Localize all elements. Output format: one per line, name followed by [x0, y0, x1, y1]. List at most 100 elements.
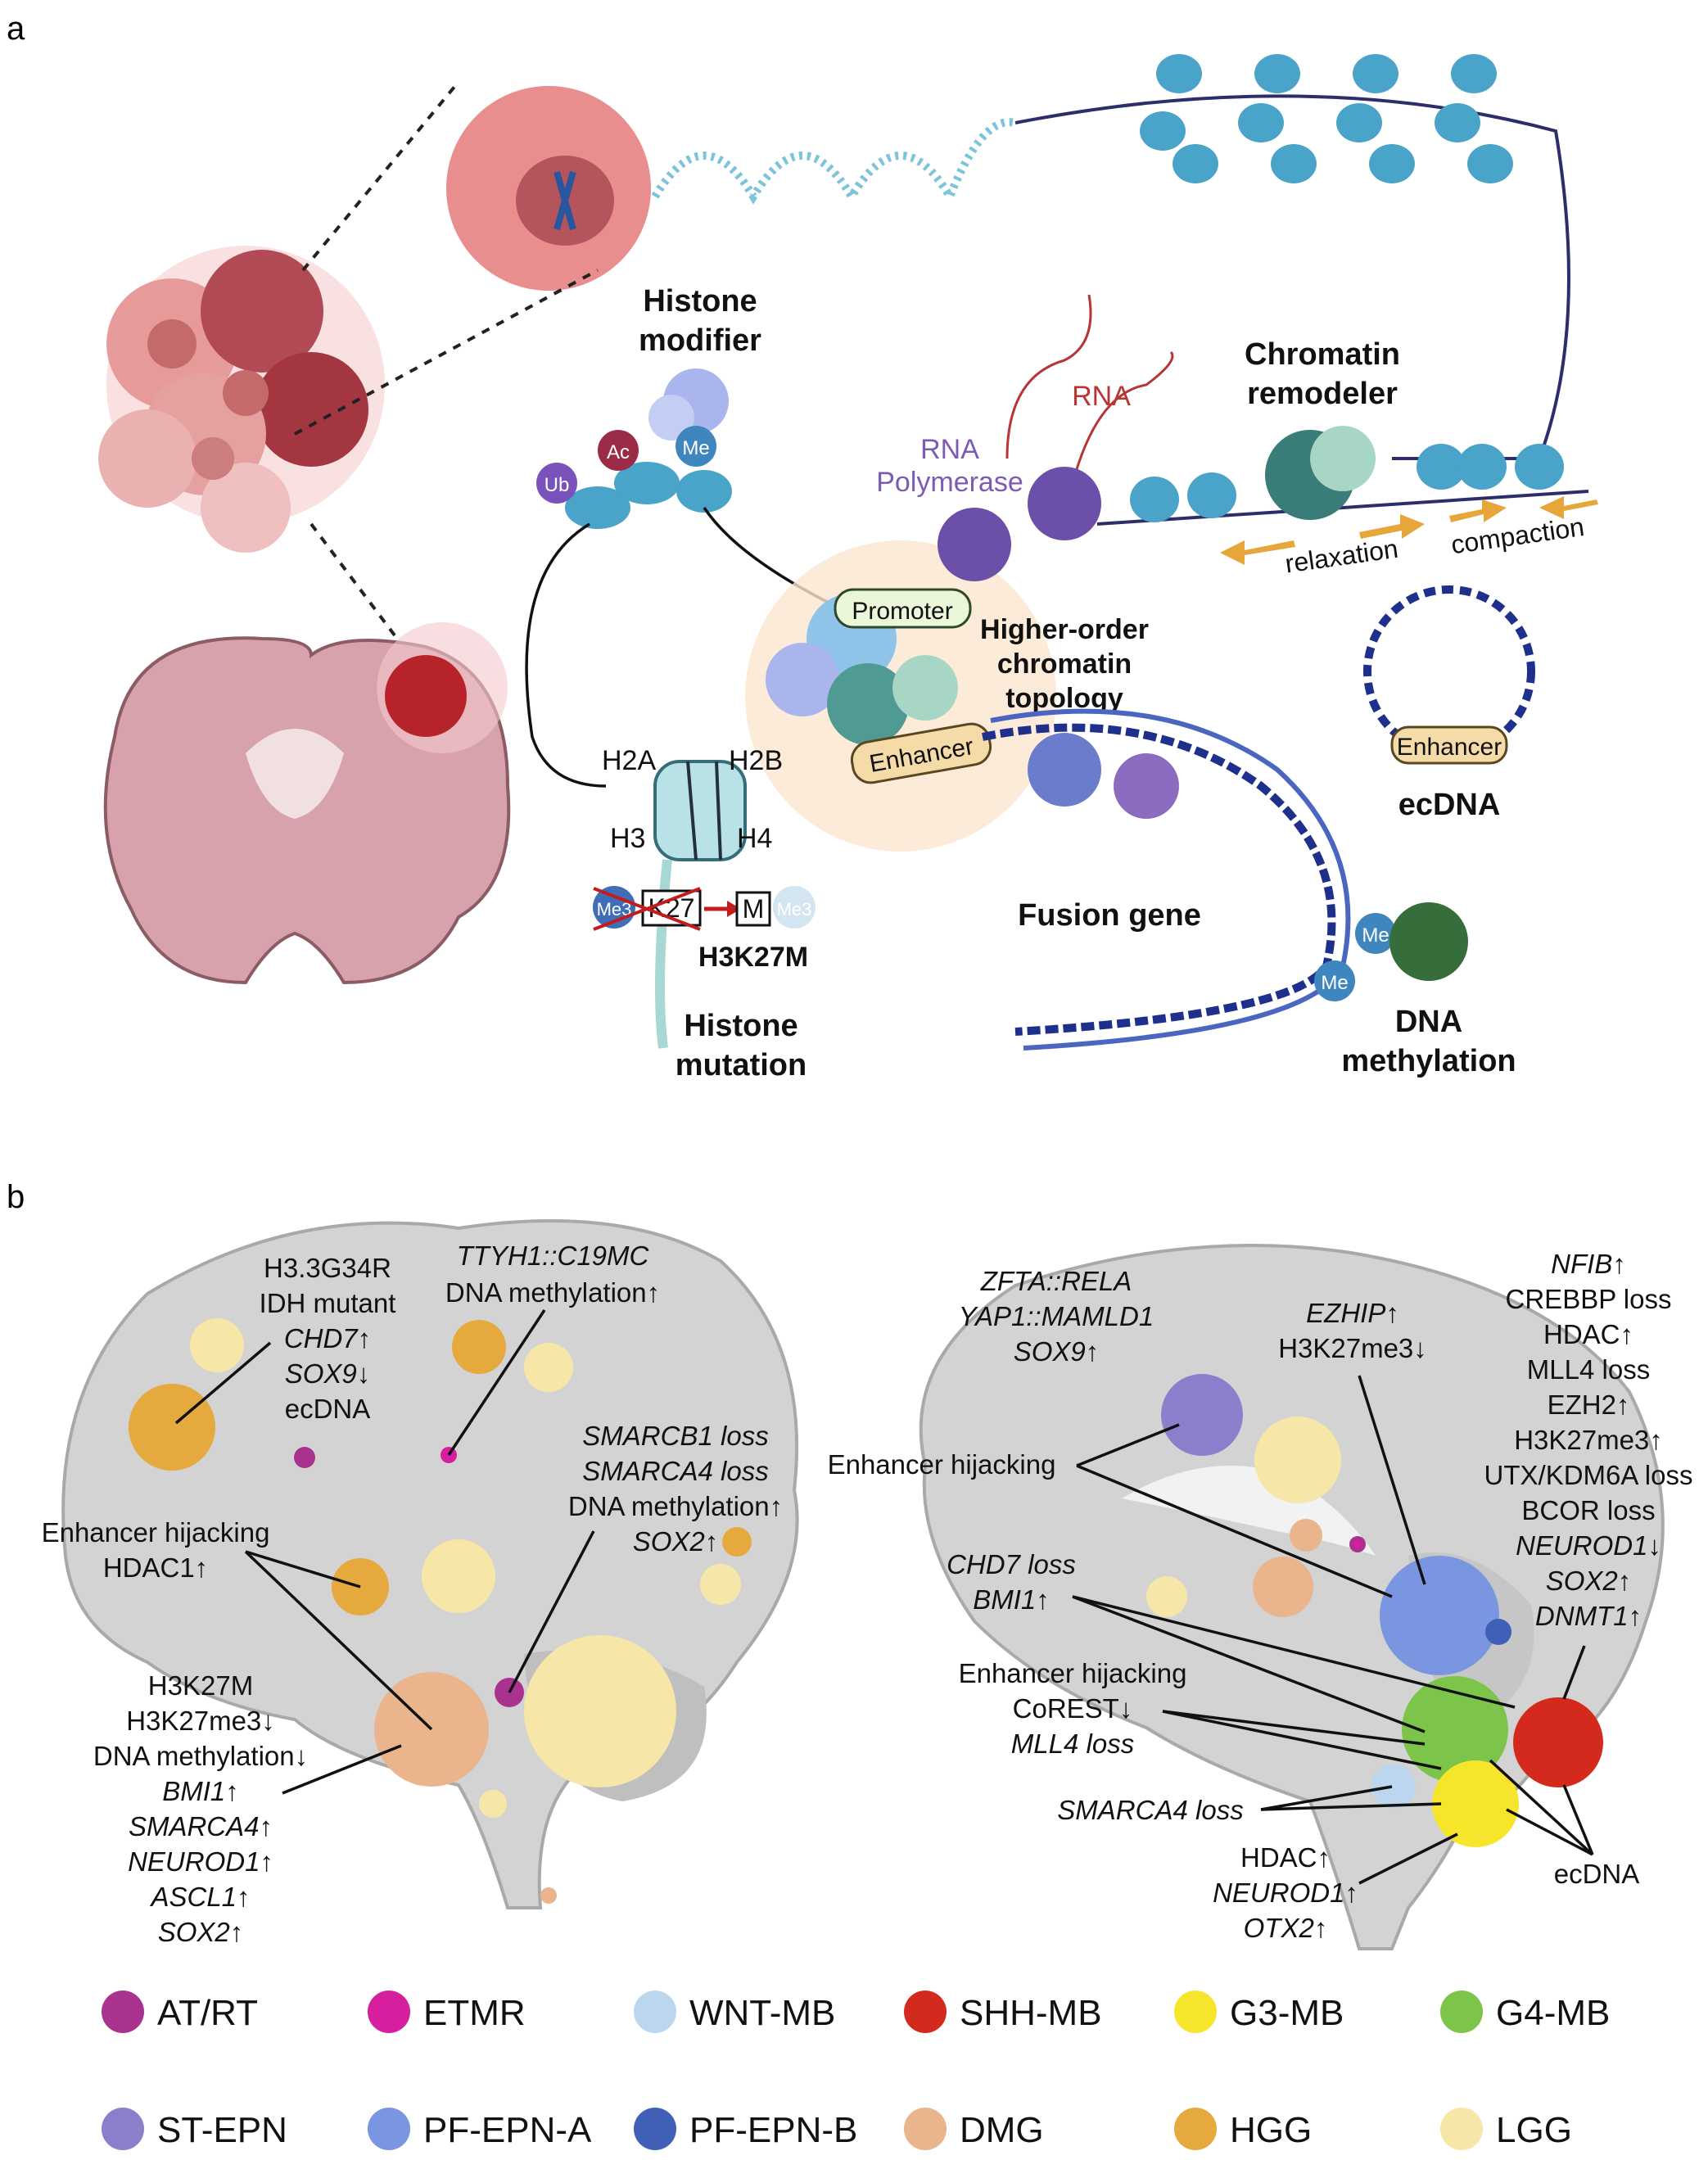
legend-swatch-g4-mb [1440, 1991, 1483, 2033]
legend-label-st-epn: ST-EPN [157, 2110, 287, 2150]
dmg-label-8: SOX2↑ [158, 1917, 244, 1947]
legend-label-lgg: LGG [1496, 2110, 1572, 2150]
g4b-leader-2 [1162, 1710, 1442, 1770]
rna-strand-2 [1071, 350, 1174, 484]
zoom-line-1 [301, 80, 460, 272]
relaxation-arrows [1220, 514, 1425, 565]
dmg-label-7: ASCL1↑ [149, 1882, 250, 1912]
ecdna-leader-2 [1489, 1759, 1594, 1856]
st-epn-label-3: SOX9↑ [1014, 1336, 1100, 1367]
me3-faded-label: Me3 [777, 899, 812, 920]
panel-b-label: b [7, 1179, 25, 1215]
topology-protein-complex [766, 594, 958, 745]
g3-leader [1358, 1832, 1458, 1885]
dmg-label-3: DNA methylation↓ [93, 1741, 308, 1771]
h3-label: H3 [610, 823, 645, 854]
g4b-label-2: CoREST↓ [1013, 1693, 1133, 1724]
dnmt-protein [1389, 902, 1468, 981]
hgg-label-4: SOX9↓ [285, 1358, 371, 1389]
ub-mark-label: Ub [544, 474, 570, 496]
shh-label-6: H3K27me3↑ [1514, 1425, 1663, 1455]
higher-order-label-1: Higher-order [980, 614, 1149, 645]
g3-label-3: OTX2↑ [1244, 1913, 1328, 1943]
enhancer-box [850, 722, 992, 784]
hgg-label-5: ecDNA [285, 1394, 371, 1424]
me-mark-label: Me [682, 437, 709, 459]
hgg-label-2: IDH mutant [260, 1288, 396, 1318]
enhancer-hijacking-right: Enhancer hijacking [828, 1449, 1056, 1480]
etmr-leader [447, 1309, 546, 1456]
histone-octamer-illustration [653, 760, 747, 1049]
dmg-label-2: H3K27me3↓ [126, 1706, 275, 1736]
pfa-label-1: EZHIP↑ [1306, 1298, 1399, 1328]
chromatin-remodeler-fiber [1096, 426, 1589, 526]
legend-label-g4-mb: G4-MB [1496, 1993, 1610, 2033]
dna-helix-strand-2 [990, 708, 1351, 1051]
histone-modifier-label-1: Histone [643, 284, 757, 319]
dna-strand-left [525, 522, 607, 788]
legend-label-g3-mb: G3-MB [1230, 1993, 1344, 2033]
shh-leader [1562, 1645, 1586, 1700]
ub-mark [536, 463, 577, 504]
me-dna-label-1: Me [1362, 924, 1389, 947]
legend-swatch-wnt-mb [634, 1991, 676, 2033]
shh-label-5: EZH2↑ [1548, 1390, 1630, 1420]
legend-swatch-lgg [1440, 2108, 1483, 2150]
g4b-leader-1 [1162, 1710, 1426, 1746]
m-label: M [743, 894, 765, 924]
legend-label-etmr: ETMR [423, 1993, 526, 2033]
shh-label-9: NEUROD1↓ [1516, 1530, 1661, 1561]
rna-polymerase-protein [938, 467, 1101, 581]
shh-label-3: HDAC↑ [1543, 1319, 1633, 1349]
compaction-label: compaction [1449, 512, 1586, 559]
nucleosome-row-illustration [565, 462, 732, 529]
mutation-arrow-head [727, 901, 741, 917]
shh-label-2: CREBBP loss [1506, 1284, 1672, 1314]
g4-label-2: BMI1↑ [973, 1584, 1050, 1615]
tumor-cell-zoom-illustration [446, 86, 651, 291]
brain-right-circles [1146, 1374, 1603, 1847]
ecdna-leader-1 [1562, 1784, 1594, 1855]
rna-label: RNA [1072, 381, 1131, 412]
legend-swatch-pf-epn-a [368, 2108, 410, 2150]
legend-label-dmg: DMG [960, 2110, 1044, 2150]
me-dna-mark-2 [1314, 960, 1355, 1001]
enhancer-hijacking-left-1: Enhancer hijacking [42, 1517, 270, 1548]
enhancer-right-leader-1 [1076, 1423, 1180, 1467]
st-epn-label-2: YAP1::MAMLD1 [959, 1301, 1154, 1331]
shh-label-7: UTX/KDM6A loss [1484, 1460, 1693, 1490]
legend-swatch-dmg [904, 2108, 947, 2150]
dmg-label-1: H3K27M [148, 1670, 253, 1701]
hgg-label-3: CHD7↑ [284, 1323, 371, 1353]
legend-swatch-pf-epn-b [634, 2108, 676, 2150]
pfa-leader [1358, 1375, 1426, 1585]
promoter-box [834, 588, 972, 629]
ac-mark [598, 430, 639, 471]
histone-modifier-label-2: modifier [639, 323, 761, 358]
shh-label-10: SOX2↑ [1546, 1566, 1632, 1596]
rna-polymerase-label-1: RNA [920, 434, 979, 465]
h3k27m-label: H3K27M [698, 942, 808, 973]
etmr-label-2: DNA methylation↑ [445, 1277, 660, 1308]
histone-mutation-label-2: mutation [676, 1048, 807, 1082]
legend-swatch-g3-mb [1174, 1991, 1217, 2033]
shh-label-4: MLL4 loss [1527, 1354, 1650, 1385]
g4-label-1: CHD7 loss [947, 1549, 1076, 1579]
legend-swatch-hgg [1174, 2108, 1217, 2150]
legend-swatch-at-rt [102, 1991, 144, 2033]
chromatin-fiber-illustration [651, 54, 1570, 460]
g4b-label-3: MLL4 loss [1011, 1728, 1134, 1759]
enhancer-right-leader-2 [1076, 1464, 1393, 1598]
higher-order-label-2: chromatin [997, 648, 1132, 680]
atrt-label-4: SOX2↑ [633, 1526, 719, 1557]
rna-polymerase-label-2: Polymerase [876, 467, 1023, 498]
relaxation-label: relaxation [1283, 534, 1399, 579]
brain-left-circles [129, 1318, 752, 1904]
ecdna-leader-3 [1506, 1808, 1593, 1856]
ecdna-enhancer-label: Enhancer [1397, 734, 1502, 761]
dna-methylation-label-2: methylation [1341, 1044, 1516, 1078]
ecdna-label: ecDNA [1398, 788, 1501, 822]
legend-label-at-rt: AT/RT [157, 1993, 258, 2033]
atrt-label-2: SMARCA4 loss [582, 1456, 768, 1486]
